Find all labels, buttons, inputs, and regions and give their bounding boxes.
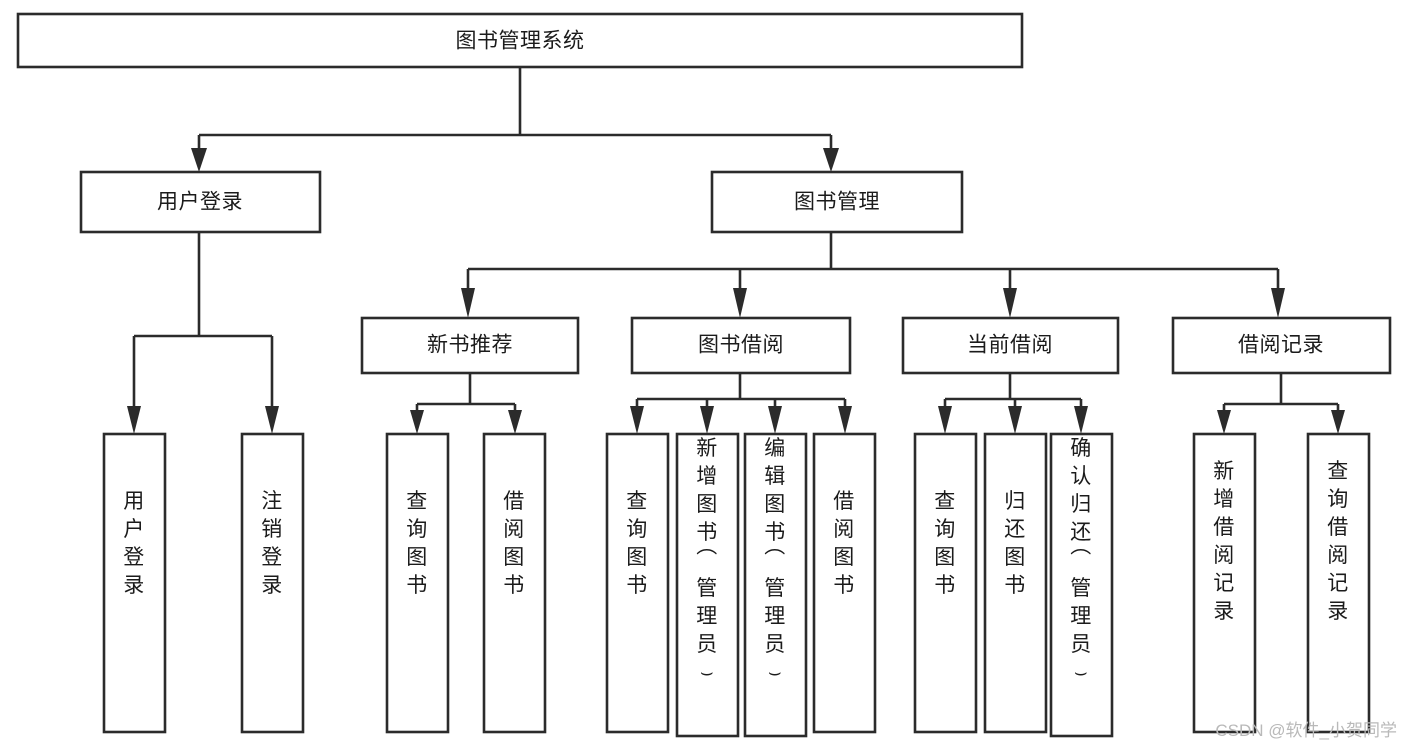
- node-leaf-query-book-3[interactable]: 查询图书: [913, 432, 978, 734]
- node-box-book-borrow[interactable]: [630, 316, 852, 375]
- node-leaf-user-logout[interactable]: 注销登录: [240, 432, 305, 734]
- node-leaf-edit-book-admin[interactable]: 编辑图书⌒管理员⌣: [743, 432, 808, 738]
- node-box-leaf-edit-book-admin[interactable]: [743, 432, 808, 738]
- node-leaf-add-book-admin[interactable]: 新增图书⌒管理员⌣: [675, 432, 740, 738]
- arrow-head-leaf-user-login: [127, 406, 141, 434]
- node-label-leaf-return-book: 归还图书: [1004, 490, 1026, 597]
- arrow-head-leaf-query-book-2: [630, 406, 644, 434]
- node-box-leaf-user-login[interactable]: [102, 432, 167, 734]
- node-leaf-query-book-2[interactable]: 查询图书: [605, 432, 670, 734]
- node-leaf-query-book-1[interactable]: 查询图书: [385, 432, 450, 734]
- node-root-book-management-system[interactable]: 图书管理系统: [16, 12, 1024, 69]
- node-label-leaf-add-book-admin: 新增图书⌒管理员⌣: [696, 437, 718, 684]
- arrow-head-borrow-record: [1271, 288, 1285, 318]
- node-leaf-return-book[interactable]: 归还图书: [983, 432, 1048, 734]
- node-label-leaf-borrow-book-2: 借阅图书: [833, 490, 855, 597]
- node-box-leaf-query-borrow-record[interactable]: [1306, 432, 1371, 734]
- arrow-head-leaf-edit-book-admin: [768, 406, 782, 434]
- arrow-head-leaf-query-borrow-record: [1331, 410, 1345, 434]
- node-leaf-borrow-book-1[interactable]: 借阅图书: [482, 432, 547, 734]
- connector-group-book-management: [461, 232, 1285, 318]
- node-label-leaf-query-book-2: 查询图书: [626, 490, 648, 597]
- arrow-head-leaf-add-borrow-record: [1217, 410, 1231, 434]
- arrow-head-leaf-return-book: [1008, 406, 1022, 434]
- connector-group-user-login: [127, 232, 279, 434]
- node-current-borrow[interactable]: 当前借阅: [901, 316, 1120, 375]
- node-book-management[interactable]: 图书管理: [710, 170, 964, 234]
- node-label-leaf-user-login: 用户登录: [123, 490, 145, 597]
- arrow-head-leaf-borrow-book-2: [838, 406, 852, 434]
- node-box-leaf-query-book-1[interactable]: [385, 432, 450, 734]
- node-box-new-book-recommend[interactable]: [360, 316, 580, 375]
- node-box-user-login[interactable]: [79, 170, 322, 234]
- node-label-leaf-query-book-3: 查询图书: [934, 490, 956, 597]
- connector-group-root: [191, 67, 839, 172]
- node-box-current-borrow[interactable]: [901, 316, 1120, 375]
- arrow-head-book-management: [823, 148, 839, 172]
- node-box-leaf-query-book-2[interactable]: [605, 432, 670, 734]
- arrow-head-new-book-recommend: [461, 288, 475, 318]
- arrow-head-leaf-borrow-book-1: [508, 410, 522, 434]
- node-label-root: 图书管理系统: [456, 30, 585, 53]
- node-leaf-add-borrow-record[interactable]: 新增借阅记录: [1192, 432, 1257, 734]
- arrow-head-book-borrow: [733, 288, 747, 318]
- node-leaf-confirm-return-admin[interactable]: 确认归还⌒管理员⌣: [1049, 432, 1114, 738]
- node-label-user-login: 用户登录: [157, 191, 243, 214]
- node-label-borrow-record: 借阅记录: [1238, 334, 1324, 357]
- node-leaf-user-login[interactable]: 用户登录: [102, 432, 167, 734]
- node-borrow-record[interactable]: 借阅记录: [1171, 316, 1392, 375]
- connector-group-borrow-record: [1217, 373, 1345, 434]
- node-box-book-management[interactable]: [710, 170, 964, 234]
- node-box-leaf-borrow-book-1[interactable]: [482, 432, 547, 734]
- node-label-leaf-query-borrow-record: 查询借阅记录: [1327, 460, 1349, 623]
- connector-group-book-borrow: [630, 373, 852, 434]
- arrow-head-current-borrow: [1003, 288, 1017, 318]
- node-box-leaf-add-book-admin[interactable]: [675, 432, 740, 738]
- arrow-head-leaf-user-logout: [265, 406, 279, 434]
- node-box-leaf-query-book-3[interactable]: [913, 432, 978, 734]
- connector-group-current-borrow: [938, 373, 1088, 434]
- arrow-head-leaf-query-book-3: [938, 406, 952, 434]
- node-leaf-query-borrow-record[interactable]: 查询借阅记录: [1306, 432, 1371, 734]
- node-label-leaf-confirm-return-admin: 确认归还⌒管理员⌣: [1070, 437, 1092, 684]
- node-box-leaf-add-borrow-record[interactable]: [1192, 432, 1257, 734]
- node-leaf-borrow-book-2[interactable]: 借阅图书: [812, 432, 877, 734]
- node-box-leaf-return-book[interactable]: [983, 432, 1048, 734]
- node-label-book-management: 图书管理: [794, 191, 880, 214]
- node-box-root[interactable]: [16, 12, 1024, 69]
- node-user-login[interactable]: 用户登录: [79, 170, 322, 234]
- node-box-leaf-user-logout[interactable]: [240, 432, 305, 734]
- node-new-book-recommend[interactable]: 新书推荐: [360, 316, 580, 375]
- node-label-current-borrow: 当前借阅: [967, 334, 1053, 357]
- node-box-borrow-record[interactable]: [1171, 316, 1392, 375]
- arrow-head-leaf-confirm-return-admin: [1074, 406, 1088, 434]
- node-box-leaf-confirm-return-admin[interactable]: [1049, 432, 1114, 738]
- node-box-leaf-borrow-book-2[interactable]: [812, 432, 877, 734]
- node-label-leaf-borrow-book-1: 借阅图书: [503, 490, 525, 597]
- node-book-borrow[interactable]: 图书借阅: [630, 316, 852, 375]
- node-label-leaf-user-logout: 注销登录: [261, 490, 283, 597]
- arrow-head-user-login: [191, 148, 207, 172]
- connector-group-new-book-recommend: [410, 373, 522, 434]
- arrow-head-leaf-query-book-1: [410, 410, 424, 434]
- arrow-head-leaf-add-book-admin: [700, 406, 714, 434]
- node-label-book-borrow: 图书借阅: [698, 334, 784, 357]
- node-label-new-book-recommend: 新书推荐: [427, 334, 513, 357]
- node-label-leaf-query-book-1: 查询图书: [406, 490, 428, 597]
- node-label-leaf-add-borrow-record: 新增借阅记录: [1213, 460, 1235, 623]
- node-label-leaf-edit-book-admin: 编辑图书⌒管理员⌣: [764, 437, 786, 684]
